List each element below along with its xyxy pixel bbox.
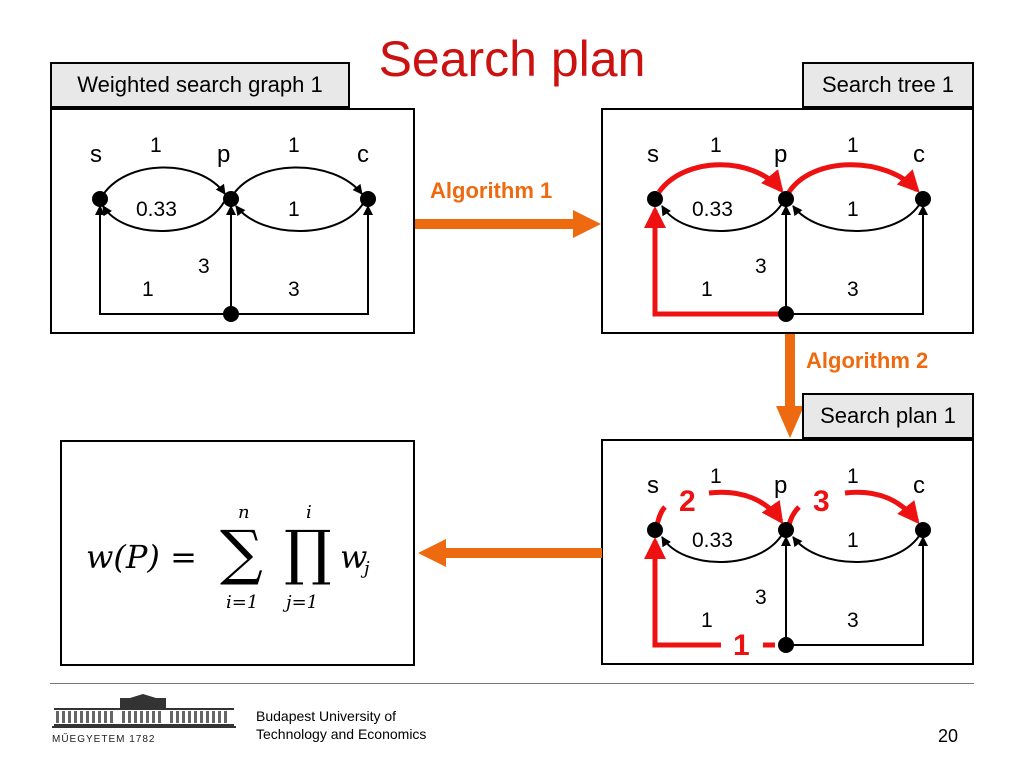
sum-lower: i=1 — [226, 592, 259, 613]
node-s-label: s — [90, 141, 102, 168]
search-plan-panel: s p c 1 1 0.33 1 3 1 3 2 3 1 — [601, 439, 974, 665]
page-number: 20 — [938, 726, 959, 746]
plan-black-edges — [661, 532, 928, 646]
node-c — [360, 191, 376, 207]
node-s — [647, 522, 663, 538]
weight-root-c: 3 — [847, 278, 859, 301]
formula-term: w — [340, 538, 368, 576]
node-root — [778, 306, 794, 322]
weighted-graph-panel: s p c 1 1 0.33 1 3 1 3 — [50, 108, 415, 334]
weight-s-p: 1 — [710, 134, 722, 157]
weight-p-c: 1 — [847, 465, 859, 488]
algorithm-2-arrow — [776, 334, 804, 438]
plan-order-first: 1 — [733, 629, 750, 662]
search-tree-panel: s p c 1 1 0.33 1 3 1 3 — [601, 108, 974, 334]
tree-edge-p-c — [786, 162, 920, 194]
edge-c-p — [792, 532, 922, 563]
footer-divider — [50, 683, 974, 684]
edge-root-c — [786, 536, 928, 646]
search-tree-label: Search tree 1 — [802, 62, 974, 108]
algorithm-1-arrow — [415, 210, 601, 238]
prod-upper: i — [306, 502, 312, 523]
edge-p-c — [230, 166, 363, 199]
edge-s-p — [100, 166, 226, 199]
plan-edge-s-p-start — [654, 505, 667, 526]
university-logo: MŰEGYETEM 1782 — [52, 694, 236, 744]
weight-c-p: 1 — [847, 529, 859, 552]
logo-caption: MŰEGYETEM 1782 — [52, 731, 155, 744]
node-p — [778, 522, 794, 538]
weight-root-c: 3 — [288, 278, 300, 301]
edge-root-s — [95, 205, 231, 315]
node-p-label: p — [774, 472, 787, 499]
node-p — [778, 191, 794, 207]
university-name-line1: Budapest University of — [256, 708, 397, 724]
edge-p-s — [661, 532, 784, 563]
weight-root-s: 1 — [701, 609, 713, 632]
node-root — [223, 306, 239, 322]
tree-edge-root-s — [644, 206, 786, 317]
formula: w(P) = n ∑ i=1 i ∏ j=1 w j — [62, 442, 413, 664]
weight-p-s: 0.33 — [136, 198, 177, 221]
node-s-label: s — [647, 141, 659, 168]
node-c-label: c — [357, 141, 369, 168]
node-p — [223, 191, 239, 207]
node-p-label: p — [217, 141, 230, 168]
plan-edge-p-c-start — [786, 505, 801, 526]
sum-symbol: ∑ — [220, 518, 263, 588]
weight-s-p: 1 — [150, 134, 162, 157]
weight-p-s: 0.33 — [692, 529, 733, 552]
weighted-graph-label: Weighted search graph 1 — [50, 62, 350, 108]
weight-root-p: 3 — [755, 586, 767, 609]
plan-order-third: 3 — [813, 485, 830, 518]
edge-root-c — [231, 205, 373, 315]
prod-lower: j=1 — [286, 592, 319, 613]
plan-order-second: 2 — [679, 485, 696, 518]
plan-edge-s-p — [708, 489, 784, 525]
formula-arrow — [418, 539, 602, 567]
algorithm-1-label: Algorithm 1 — [430, 178, 553, 203]
node-root — [778, 637, 794, 653]
weight-p-s: 0.33 — [692, 198, 733, 221]
weight-p-c: 1 — [847, 134, 859, 157]
search-plan-label: Search plan 1 — [802, 393, 974, 439]
formula-lhs: w(P) = — [86, 538, 197, 576]
node-c — [915, 191, 931, 207]
node-p-label: p — [774, 141, 787, 168]
prod-symbol: ∏ — [284, 518, 332, 588]
graph-edges — [95, 166, 373, 315]
weight-root-c: 3 — [847, 609, 859, 632]
formula-term-subscript: j — [364, 558, 370, 579]
weight-c-p: 1 — [847, 198, 859, 221]
tree-black-edges — [661, 201, 928, 315]
weight-root-s: 1 — [142, 278, 154, 301]
tree-edge-s-p — [656, 162, 784, 194]
weight-p-c: 1 — [288, 134, 300, 157]
weight-root-p: 3 — [755, 255, 767, 278]
algorithm-2-label: Algorithm 2 — [806, 348, 929, 373]
edge-p-s — [102, 201, 225, 232]
node-s — [92, 191, 108, 207]
tree-red-edges — [644, 162, 920, 317]
weight-s-p: 1 — [710, 465, 722, 488]
sum-upper: n — [238, 502, 250, 523]
formula-panel: w(P) = n ∑ i=1 i ∏ j=1 w j — [60, 440, 415, 666]
university-name: Budapest University of Technology and Ec… — [256, 707, 426, 743]
node-c-label: c — [913, 472, 925, 499]
node-c — [915, 522, 931, 538]
plan-edge-p-c — [844, 489, 920, 525]
weight-root-p: 3 — [198, 255, 210, 278]
edge-p-s — [661, 201, 784, 232]
edge-root-c — [786, 205, 928, 315]
plan-edge-root-s — [644, 537, 721, 648]
weight-c-p: 1 — [288, 198, 300, 221]
node-c-label: c — [913, 141, 925, 168]
edge-c-p — [235, 201, 365, 232]
university-name-line2: Technology and Economics — [256, 726, 427, 742]
weight-root-s: 1 — [701, 278, 713, 301]
slide-title: Search plan — [378, 31, 646, 87]
node-s — [647, 191, 663, 207]
node-s-label: s — [647, 472, 659, 499]
edge-c-p — [792, 201, 922, 232]
